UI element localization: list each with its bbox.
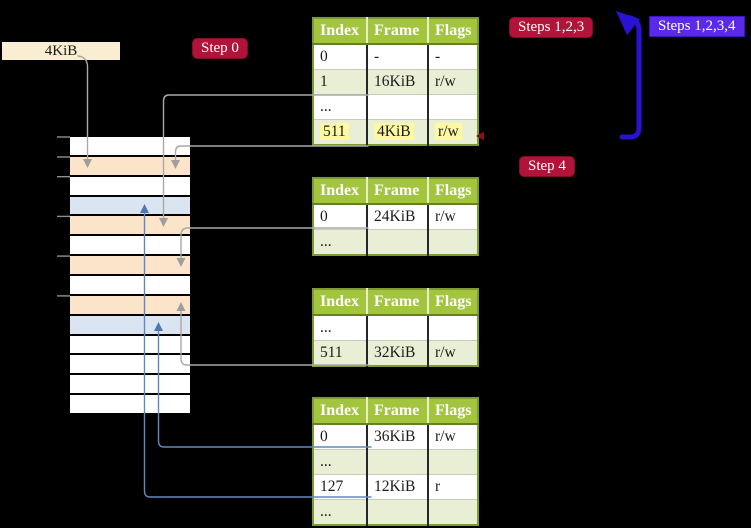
steps-1-2-3-badge: Steps 1,2,3 bbox=[509, 17, 594, 38]
arrow-4kib-connector bbox=[174, 145, 369, 161]
table-row: ... bbox=[313, 229, 479, 255]
column-header: Frame bbox=[367, 398, 429, 425]
table-row: 511 4KiB r/w bbox=[313, 119, 479, 145]
steps-loop-arrow bbox=[619, 15, 642, 140]
step-0-badge: Step 0 bbox=[192, 38, 248, 59]
table-cell: r bbox=[428, 474, 479, 500]
table-cell: - bbox=[367, 43, 429, 70]
table-cell: ... bbox=[313, 94, 368, 120]
column-header: Flags bbox=[428, 398, 479, 425]
table-cell bbox=[428, 94, 479, 120]
table-cell bbox=[428, 499, 479, 525]
table-cell bbox=[367, 449, 429, 475]
table-cell: 1 bbox=[313, 69, 368, 95]
column-header: Index bbox=[313, 398, 368, 425]
table-cell: 511 bbox=[313, 119, 368, 145]
column-header: Index bbox=[313, 18, 368, 45]
column-header: Flags bbox=[428, 178, 479, 205]
table-cell bbox=[428, 449, 479, 475]
column-header: Index bbox=[313, 178, 368, 205]
memory-frame-row bbox=[70, 256, 190, 277]
memory-frame-row bbox=[70, 355, 190, 376]
memory-frame-row bbox=[70, 176, 190, 197]
physical-memory-strip bbox=[70, 137, 190, 416]
table-cell bbox=[367, 499, 429, 525]
highlighted-value: r/w bbox=[435, 123, 462, 140]
memory-frame-row bbox=[70, 315, 190, 336]
memory-frame-row bbox=[70, 137, 190, 157]
memory-frame-row bbox=[70, 295, 190, 316]
table-cell: 4KiB bbox=[367, 119, 429, 145]
column-header: Flags bbox=[428, 18, 479, 45]
memory-frame-row bbox=[70, 156, 190, 177]
table-cell: ... bbox=[313, 229, 368, 255]
steps-loop-arrowhead bbox=[616, 11, 640, 35]
table-cell: 511 bbox=[313, 340, 368, 366]
memory-frame-row bbox=[70, 335, 190, 356]
table-cell: 32KiB bbox=[367, 340, 429, 366]
table-row: ... bbox=[313, 449, 479, 475]
table-cell bbox=[428, 229, 479, 255]
memory-frame-row bbox=[70, 196, 190, 217]
table-cell: r/w bbox=[428, 423, 479, 450]
memory-tick-marks bbox=[57, 136, 70, 297]
table-cell: ... bbox=[313, 314, 368, 341]
table-cell: r/w bbox=[428, 119, 479, 145]
table-cell: 127 bbox=[313, 474, 368, 500]
column-header: Frame bbox=[367, 289, 429, 316]
table-cell: r/w bbox=[428, 203, 479, 230]
column-header: Frame bbox=[367, 18, 429, 45]
highlighted-value: 4KiB bbox=[374, 123, 414, 140]
table-cell: 36KiB bbox=[367, 423, 429, 450]
column-header: Flags bbox=[428, 289, 479, 316]
column-header: Index bbox=[313, 289, 368, 316]
steps-1-2-3-4-badge: Steps 1,2,3,4 bbox=[649, 16, 745, 37]
step-4-badge: Step 4 bbox=[519, 156, 575, 177]
table-cell bbox=[367, 314, 429, 341]
table-cell: 12KiB bbox=[367, 474, 429, 500]
memory-frame-row bbox=[70, 276, 190, 296]
table-row: 0-- bbox=[313, 43, 479, 70]
table-row: ... bbox=[313, 314, 479, 341]
table-row: ... bbox=[313, 94, 479, 120]
table-cell: 0 bbox=[313, 43, 368, 70]
table-row: ... bbox=[313, 499, 479, 525]
table-cell: 24KiB bbox=[367, 203, 429, 230]
column-header: Frame bbox=[367, 178, 429, 205]
table-cell: ... bbox=[313, 449, 368, 475]
memory-frame-row bbox=[70, 375, 190, 396]
table-cell: 16KiB bbox=[367, 69, 429, 95]
page-size-box: 4KiB bbox=[2, 42, 120, 60]
table-cell: r/w bbox=[428, 340, 479, 366]
memory-frame-row bbox=[70, 216, 190, 237]
memory-frame-row bbox=[70, 236, 190, 257]
table-cell: ... bbox=[313, 499, 368, 525]
table-cell bbox=[428, 314, 479, 341]
highlighted-value: 511 bbox=[320, 123, 349, 140]
table-cell bbox=[367, 94, 429, 120]
table-cell: 0 bbox=[313, 203, 368, 230]
memory-frame-row bbox=[70, 395, 190, 416]
table-cell: r/w bbox=[428, 69, 479, 95]
table-cell bbox=[367, 229, 429, 255]
table-cell: 0 bbox=[313, 423, 368, 450]
table-cell: - bbox=[428, 43, 479, 70]
